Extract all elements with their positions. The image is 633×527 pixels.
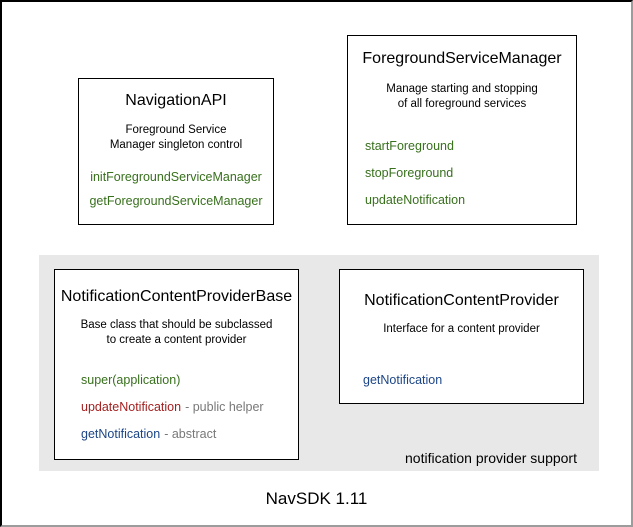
method-name: super(application) [81,373,181,387]
method-item: updateNotification- public helper [81,400,298,415]
method-name: getForegroundServiceManager [89,194,263,208]
method-name: getNotification [81,427,161,441]
description-line: Manage starting and stopping [386,83,538,95]
box-title: NavigationAPI [125,92,227,109]
box-title: NotificationContentProvider [364,292,559,309]
region-label: notification provider support [405,450,577,466]
box-notification-content-provider: NotificationContentProvider Interface fo… [339,269,584,404]
method-annotation: - abstract [164,427,217,441]
box-description: Foreground Service Manager singleton con… [79,123,273,153]
method-item: getNotification- abstract [81,427,298,442]
description-line: Foreground Service [125,124,227,136]
method-name: updateNotification [365,193,466,207]
method-item: super(application) [81,373,298,388]
method-list: initForegroundServiceManager getForegrou… [79,170,273,209]
box-title: ForegroundServiceManager [362,50,562,67]
description-line: Interface for a content provider [383,323,540,335]
method-item: getNotification [363,373,583,388]
method-list: startForeground stopForeground updateNot… [348,139,576,208]
method-item: getForegroundServiceManager [79,194,273,209]
method-annotation: - public helper [185,400,264,414]
box-description: Base class that should be subclassed to … [55,318,298,348]
description-line: Base class that should be subclassed [80,319,273,331]
method-name: startForeground [365,139,454,153]
method-item: stopForeground [365,166,576,181]
method-list: super(application) updateNotification- p… [55,373,298,442]
box-navigation-api: NavigationAPI Foreground Service Manager… [78,78,274,225]
method-name: getNotification [363,373,443,387]
method-name: initForegroundServiceManager [90,170,262,184]
sdk-version-label: NavSDK 1.11 [265,489,368,508]
method-item: startForeground [365,139,576,154]
description-line: Manager singleton control [109,139,243,151]
box-title: NotificationContentProviderBase [60,288,293,305]
method-item: updateNotification [365,193,576,208]
box-notification-content-provider-base: NotificationContentProviderBase Base cla… [54,269,299,460]
method-name: stopForeground [365,166,454,180]
box-description: Interface for a content provider [340,322,583,337]
method-item: initForegroundServiceManager [79,170,273,185]
description-line: of all foreground services [397,98,527,110]
method-list: getNotification [340,373,583,388]
box-description: Manage starting and stopping of all fore… [348,82,576,112]
box-foreground-service-manager: ForegroundServiceManager Manage starting… [347,35,577,225]
method-name: updateNotification [81,400,182,414]
description-line: to create a content provider [106,334,247,346]
